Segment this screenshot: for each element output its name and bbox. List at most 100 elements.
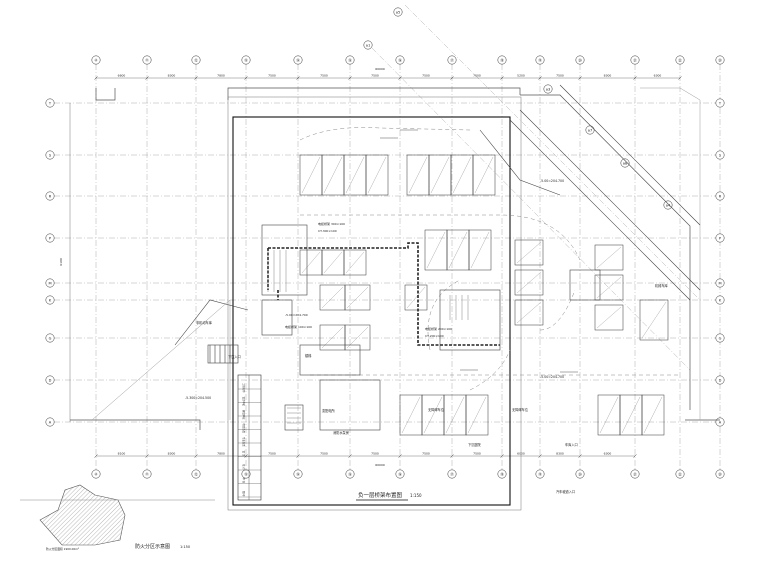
dim-top-value: 7500	[320, 74, 328, 78]
dim-bottom-value: 7500	[422, 452, 430, 456]
axis-bottom-9-label: ⑲	[538, 471, 542, 476]
axis-left-2: R	[45, 191, 55, 201]
parking-stall	[468, 229, 492, 271]
axis-right-1: S	[715, 150, 725, 160]
axis-top-2-label: ⑫	[194, 57, 198, 62]
axis-left-7-label: D	[49, 378, 52, 382]
axis-diag-2: a3	[543, 84, 553, 94]
axis-top-8: ⑱	[497, 55, 507, 65]
drawing-frame	[232, 116, 511, 506]
parking-stall	[424, 229, 448, 271]
axis-top-13: ㉓	[715, 55, 725, 65]
left-stair-wing	[174, 299, 249, 364]
dim-bottom-value: 7500	[371, 452, 379, 456]
parking-stall	[641, 394, 665, 436]
axis-bottom-5: ⑮	[345, 469, 355, 479]
fire-zone-inset	[39, 484, 126, 546]
dim-top-total: 60000	[375, 67, 385, 71]
axis-top-1-label: ⑪	[145, 57, 149, 62]
title-block-row: 项目负责	[242, 424, 246, 434]
flow-arrows	[380, 129, 578, 373]
axis-top-11-label: ㉑	[633, 57, 637, 62]
tray-label-4: CT-200×100	[425, 334, 444, 338]
dim-top-value: 7800	[217, 74, 225, 78]
room-label-2: 无障碍车位	[428, 407, 445, 412]
axis-right-0: T	[715, 98, 725, 108]
parking-stall	[421, 394, 445, 436]
axis-right-4-label: M	[718, 281, 721, 285]
axis-bottom-2: ⑫	[191, 469, 201, 479]
axis-bottom-12-label: ㉒	[678, 471, 682, 476]
title-block-row: 设 计	[242, 451, 246, 457]
parking-stall	[594, 244, 624, 271]
axis-bottom-4: ⑭	[293, 469, 303, 479]
level-right: -5.00=204.700	[540, 179, 564, 183]
axis-diag-1: a1	[363, 40, 373, 50]
parking-stall	[446, 229, 470, 271]
axis-bottom-11-label: ㉑	[633, 471, 637, 476]
inset-note: 防火分区面积 1900.00m²	[46, 547, 79, 551]
level-left: -5.300=204.500	[185, 396, 211, 400]
title-block-row: 设计单位	[242, 397, 246, 407]
axis-left-8: A	[45, 417, 55, 427]
axis-right-5-label: K	[719, 298, 722, 302]
axis-bottom-4-label: ⑭	[296, 471, 300, 476]
axis-diag-2-label: a3	[546, 87, 551, 91]
axis-left-6: G	[45, 333, 55, 343]
axis-left-5: K	[45, 295, 55, 305]
parking-stalls	[299, 154, 669, 436]
axis-bottom-11: ㉑	[630, 469, 640, 479]
room-label-7: 非机动车库	[196, 320, 213, 325]
axis-bottom-1: ⑪	[142, 469, 152, 479]
axis-top-12: ㉒	[675, 55, 685, 65]
parking-stall	[319, 324, 346, 351]
title-block-row: 图 号	[242, 491, 246, 497]
axis-top-0-label: ⑩	[94, 58, 97, 62]
room-label-4: 机械车库	[655, 283, 669, 288]
axis-left-6-label: G	[49, 336, 52, 340]
inset-title: 防火分区示意图	[135, 543, 170, 550]
axis-right-7-label: D	[719, 378, 722, 382]
axis-right-1-label: S	[719, 153, 722, 157]
parking-stall	[639, 299, 669, 341]
room-label-6: 汽车坡道入口	[556, 489, 575, 494]
room-label-3: 无障碍车位	[512, 407, 529, 412]
axis-bottom-10: ⑳	[575, 469, 585, 479]
drawing-title: 负一层桥架布置图	[358, 491, 403, 499]
entry-label-2: 下沉入口	[228, 354, 241, 359]
axis-top-9: ⑲	[535, 55, 545, 65]
tray-label-2: CT-300×100	[318, 229, 337, 233]
dim-bottom-value: 7500	[268, 452, 276, 456]
axis-top-6-label: ⑯	[398, 57, 402, 62]
title-block-row: 校 对	[242, 464, 246, 470]
axis-top-11: ㉑	[630, 55, 640, 65]
axis-top-0: ⑩	[91, 55, 101, 65]
axis-right-6: G	[715, 333, 725, 343]
title-block-row: 审 核	[242, 478, 246, 484]
parking-stall	[321, 249, 345, 276]
axis-bottom-7-label: ⑰	[450, 471, 454, 476]
axis-top-3: ⑬	[241, 55, 251, 65]
dim-bottom-value: 7800	[217, 452, 225, 456]
axis-bottom-3: ⑬	[241, 469, 251, 479]
axis-top-9-label: ⑲	[538, 57, 542, 62]
axis-right-8: A	[715, 417, 725, 427]
room-label-8: 消防水泵房	[333, 430, 349, 435]
axis-bottom-13: ㉓	[715, 469, 725, 479]
axis-right-5: K	[715, 295, 725, 305]
parking-stall	[428, 154, 452, 196]
axis-top-13-label: ㉓	[718, 57, 722, 62]
dim-bottom-value: 7500	[320, 452, 328, 456]
axis-top-5: ⑮	[345, 55, 355, 65]
axis-right-2-label: R	[719, 194, 722, 198]
parking-stall	[514, 269, 544, 296]
room-label-9: 楼梯	[305, 353, 312, 358]
axis-left-1-label: S	[49, 153, 52, 157]
diagonal-ramp	[479, 84, 701, 301]
parking-stall	[319, 284, 346, 311]
axis-top-8-label: ⑱	[500, 57, 504, 62]
